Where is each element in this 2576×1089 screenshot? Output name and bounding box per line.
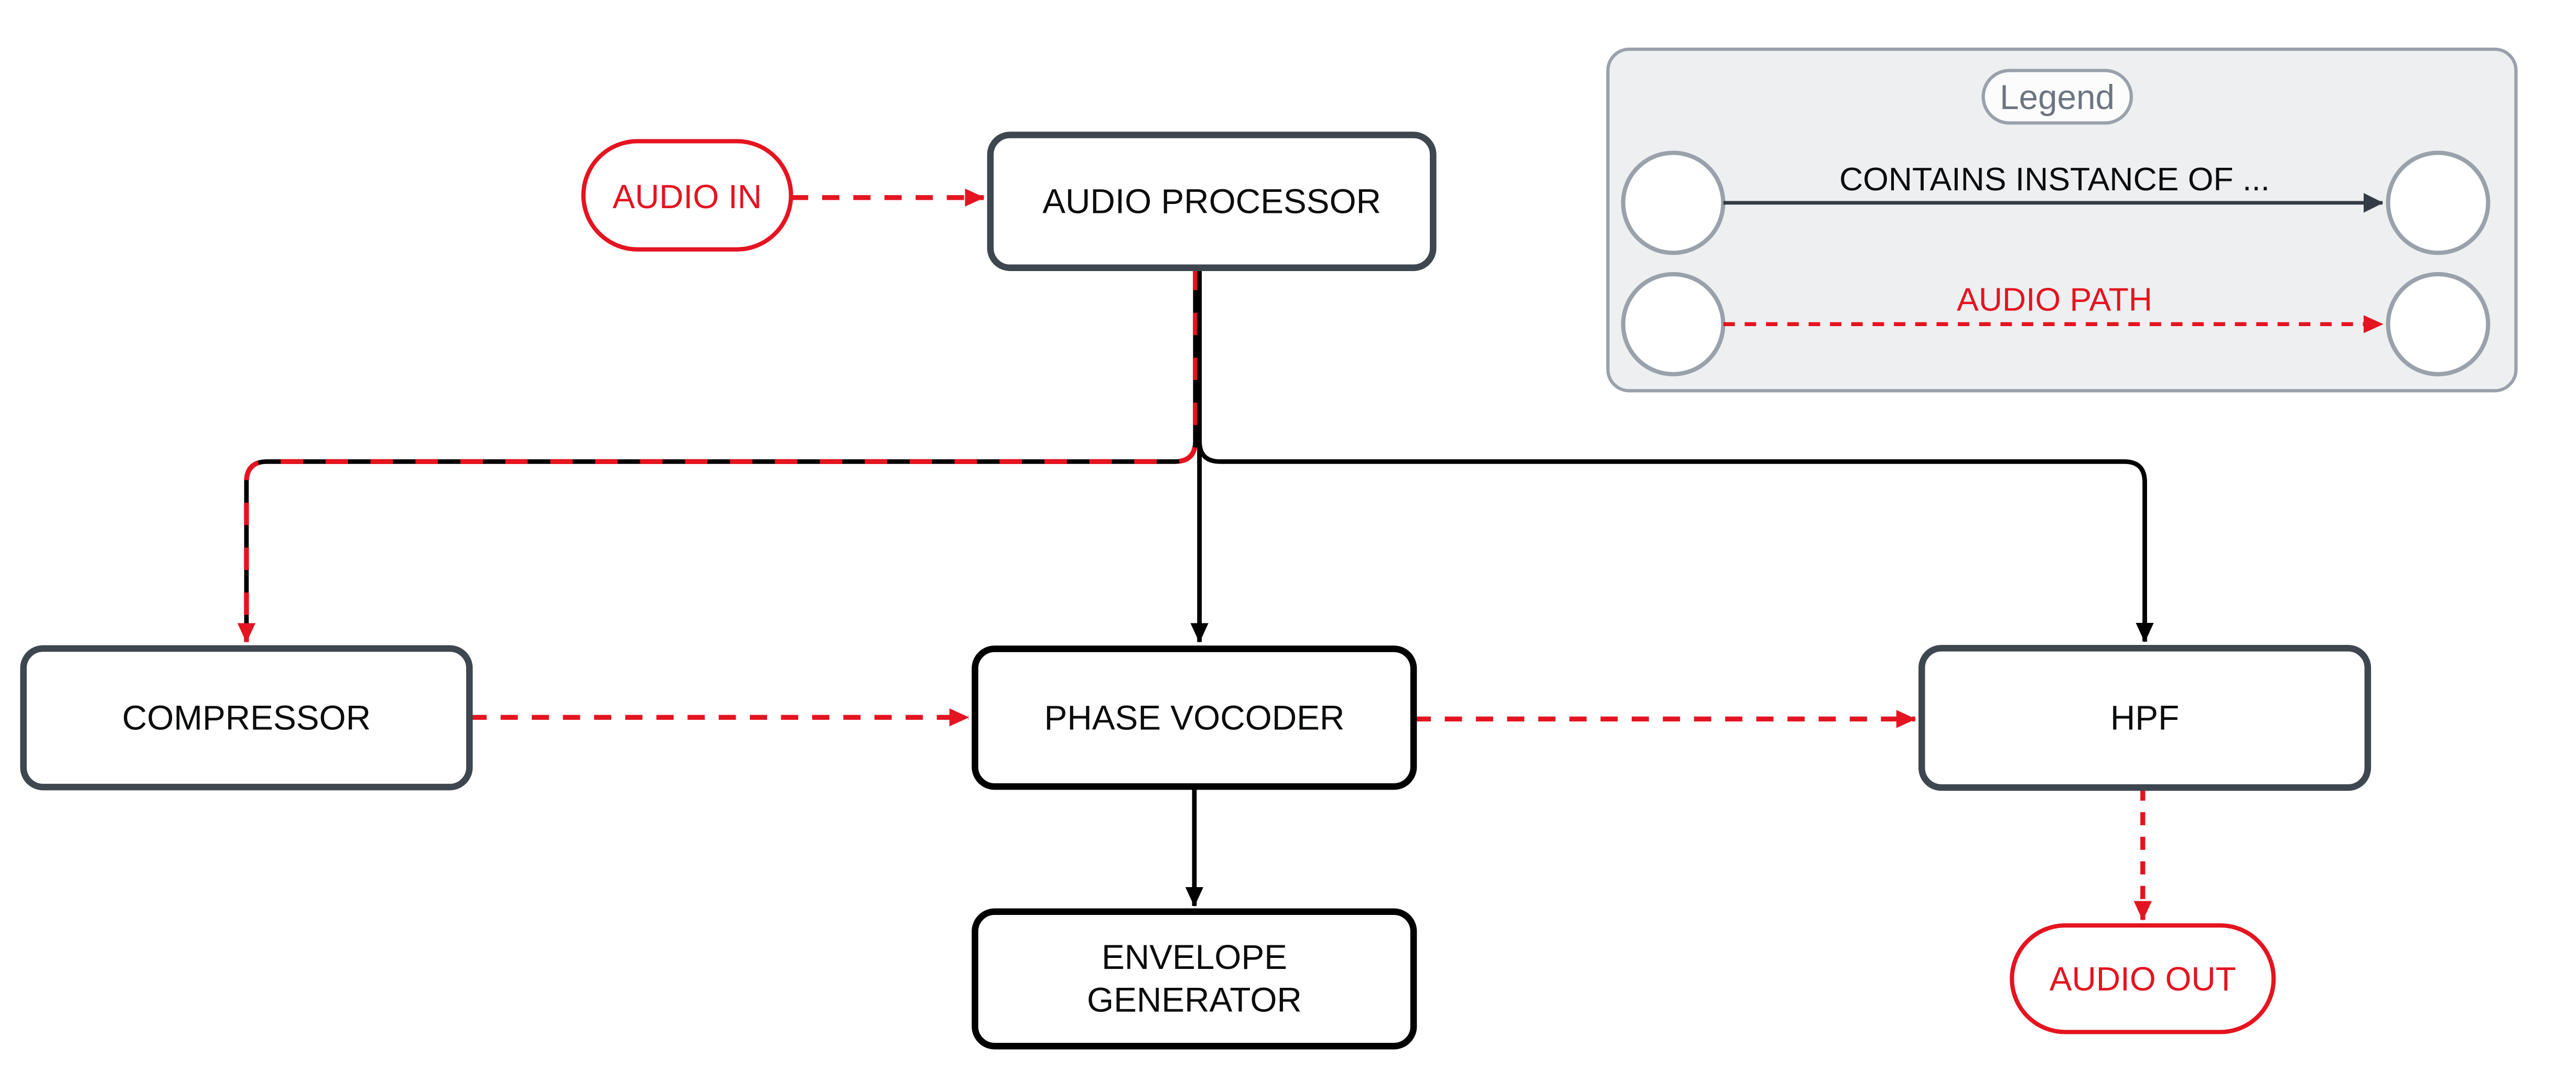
envelope-generator-label-line2: GENERATOR [1087, 981, 1302, 1019]
legend-box [1606, 47, 2518, 393]
audio-out-label: AUDIO OUT [2050, 960, 2236, 998]
legend-row1-label: CONTAINS INSTANCE OF ... [1839, 161, 2270, 198]
audio-in-shape [581, 139, 793, 252]
legend-row2-label: AUDIO PATH [1957, 282, 2152, 318]
compressor-label: COMPRESSOR [122, 699, 371, 737]
node-phase-vocoder: PHASE VOCODER [972, 645, 1417, 790]
audio-in-label: AUDIO IN [612, 178, 762, 215]
edges-layer [237, 188, 2154, 921]
node-audio-in: AUDIO IN [581, 139, 793, 252]
envelope-generator-shape [972, 908, 1417, 1050]
hpf-label: HPF [2110, 699, 2179, 737]
legend-title: Legend [2000, 78, 2115, 116]
edge-processor-to-compressor-audio-path [237, 267, 1198, 643]
phase-vocoder-shape [972, 645, 1417, 790]
legend-row2-right-circle-icon [2386, 272, 2491, 376]
edge-processor-to-hpf-contains [1197, 267, 2154, 643]
edge-processor-to-compressor-contains [244, 267, 1198, 642]
compressor-shape [20, 645, 473, 791]
envelope-generator-label-line1: ENVELOPE [1102, 938, 1287, 976]
node-hpf: HPF [1918, 644, 2372, 791]
legend-title-pill [1981, 69, 2133, 125]
audio-out-shape [2010, 923, 2276, 1034]
audio-processor-label: AUDIO PROCESSOR [1042, 182, 1381, 221]
node-envelope-generator: ENVELOPE GENERATOR [972, 908, 1417, 1050]
legend: Legend CONTAINS INSTANCE OF ... AUDIO PA… [1606, 47, 2518, 393]
legend-row1-right-circle-icon [2386, 150, 2491, 255]
legend-row2-left-circle-icon [1621, 272, 1726, 376]
node-audio-out: AUDIO OUT [2010, 923, 2276, 1034]
legend-row1-left-circle-icon [1621, 150, 1726, 255]
node-audio-processor: AUDIO PROCESSOR [987, 132, 1437, 271]
hpf-shape [1918, 644, 2372, 791]
phase-vocoder-label: PHASE VOCODER [1044, 699, 1345, 737]
audio-processor-shape [987, 132, 1437, 271]
node-compressor: COMPRESSOR [20, 645, 473, 791]
